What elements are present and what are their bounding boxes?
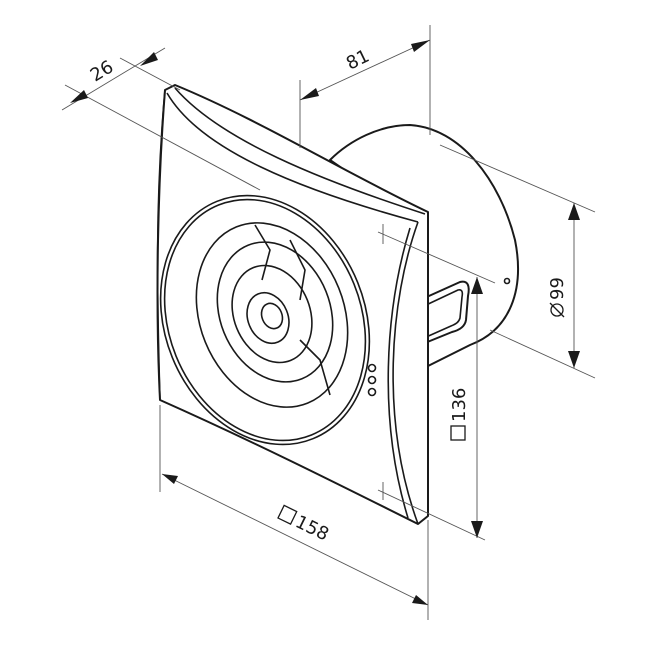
dimension-label-26: 26 (87, 56, 117, 86)
led-indicators (367, 363, 377, 397)
dimension-label-136: 136 (449, 388, 470, 422)
dimension-label-99: 99 (547, 277, 568, 300)
dimension-99: 99 (439, 144, 596, 379)
dimension-label-81: 81 (343, 46, 373, 75)
dimension-136: 136 (377, 224, 496, 541)
fan-grille (159, 194, 371, 446)
led-icon (367, 375, 377, 385)
led-icon (367, 387, 377, 397)
diameter-symbol-icon (550, 303, 564, 317)
front-panel (156, 84, 429, 525)
dimension-label-158: 158 (292, 512, 332, 546)
square-symbol-icon (277, 504, 298, 526)
led-icon (367, 363, 377, 373)
square-symbol-icon (450, 425, 466, 441)
